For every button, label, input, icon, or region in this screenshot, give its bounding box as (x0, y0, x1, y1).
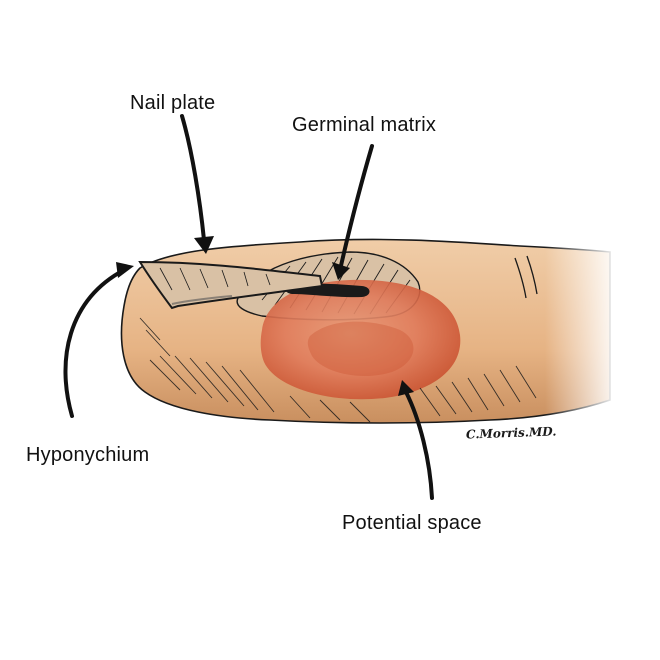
knuckle-crease (526, 255, 538, 295)
finger-shading (139, 317, 537, 423)
hyponychium-tip (171, 295, 233, 305)
nail-plate-hatching (159, 267, 271, 291)
nail-plate-arrow (180, 114, 206, 242)
lesion-potential-space (260, 279, 461, 400)
arrowheads (116, 236, 414, 396)
germinal-matrix-arrowhead (332, 262, 350, 280)
potential-space-arrow (404, 390, 434, 500)
germinal-matrix-label: Germinal matrix (292, 114, 437, 136)
finger-fade (545, 236, 620, 426)
hyponychium-label: Hyponychium (26, 444, 150, 466)
nail-plate (138, 260, 324, 310)
nail-plate-arrowhead (194, 236, 214, 254)
potential-space-label: Potential space (342, 512, 482, 534)
germinal-matrix-arrow (338, 144, 374, 272)
knuckle-crease (514, 257, 527, 299)
nail-plate-label: Nail plate (130, 92, 216, 114)
hyponychium-arrow (63, 268, 126, 418)
hyponychium-arrowhead (116, 262, 134, 278)
lesion-inner-shade (307, 321, 414, 377)
callout-arrows (63, 114, 434, 500)
potential-space-arrowhead (398, 380, 414, 396)
